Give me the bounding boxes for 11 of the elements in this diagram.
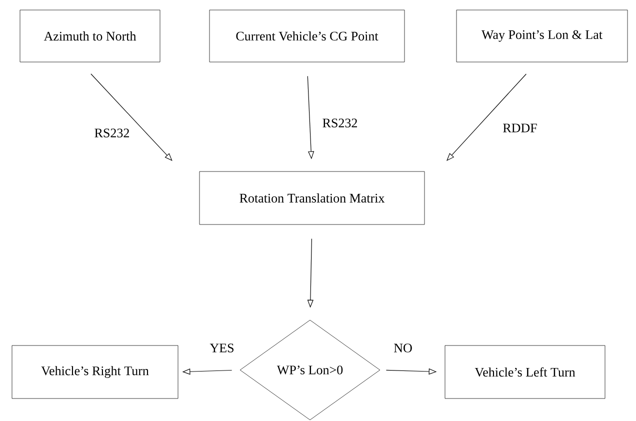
- edge-label: YES: [208, 342, 236, 354]
- edge-label: RS232: [93, 128, 131, 138]
- process-box: Rotation Translation Matrix: [199, 171, 425, 225]
- process-box: Vehicle’s Left Turn: [444, 345, 606, 399]
- edge-label: RS232: [321, 118, 359, 128]
- process-box: Azimuth to North: [20, 10, 160, 62]
- edge-label: NO: [392, 342, 414, 354]
- process-box: Way Point’s Lon & Lat: [456, 10, 628, 62]
- edge-label: RDDF: [502, 122, 538, 134]
- process-box: Vehicle’s Right Turn: [12, 345, 178, 399]
- process-box: Current Vehicle’s CG Point: [209, 10, 405, 62]
